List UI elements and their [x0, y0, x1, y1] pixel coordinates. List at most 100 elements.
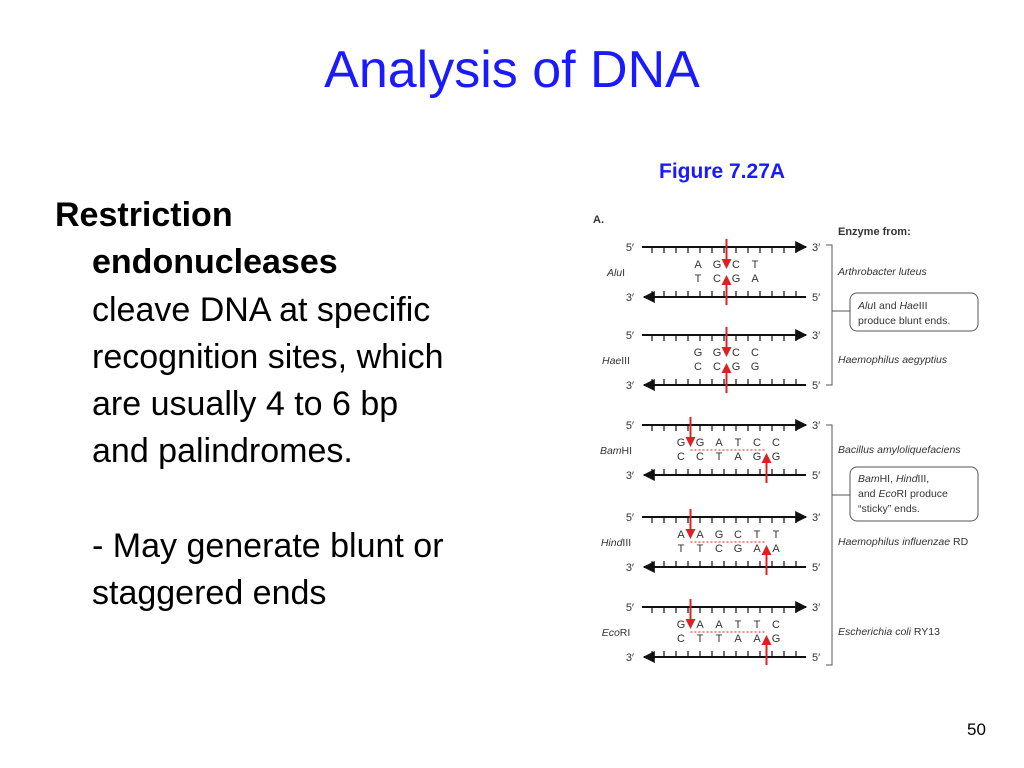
body-line-3: are usually 4 to 6 bp: [92, 385, 399, 423]
top-base: C: [772, 437, 780, 449]
strand-label-3-top: 3′: [812, 512, 820, 524]
strand-label-5-top: 5′: [626, 602, 634, 614]
bottom-base: C: [694, 361, 702, 373]
top-base: A: [715, 619, 723, 631]
top-base: C: [734, 529, 742, 541]
strand-label-5-top: 5′: [626, 330, 634, 342]
figure-caption: Figure 7.27A: [659, 160, 786, 183]
term-line-1: Restriction: [55, 196, 233, 234]
note-line-2: staggered ends: [92, 574, 327, 612]
bottom-base: A: [772, 543, 780, 555]
strand-label-5-top: 5′: [626, 242, 634, 254]
bottom-base: T: [697, 543, 704, 555]
top-base: C: [732, 347, 740, 359]
blank-line: [55, 476, 575, 523]
blunt-ends-box: [849, 292, 979, 332]
source-organism: Escherichia coli RY13: [838, 626, 940, 638]
top-base: C: [751, 347, 759, 359]
top-base: G: [677, 437, 686, 449]
bottom-base: T: [716, 451, 723, 463]
enzyme-name: BamHI: [600, 445, 632, 457]
top-base: C: [772, 619, 780, 631]
enzyme-name: HaeIII: [602, 355, 630, 367]
top-base: G: [715, 529, 724, 541]
strand-label-3-top: 3′: [812, 330, 820, 342]
bottom-base: G: [732, 361, 741, 373]
bottom-base: G: [732, 273, 741, 285]
bottom-base: T: [716, 633, 723, 645]
strand-label-3-top: 3′: [812, 420, 820, 432]
bottom-base: C: [677, 451, 685, 463]
strand-label-3-top: 3′: [812, 602, 820, 614]
note-line-1: - May generate blunt or: [92, 526, 444, 565]
bottom-base: G: [734, 543, 743, 555]
bottom-base: C: [713, 361, 721, 373]
top-base: A: [677, 529, 685, 541]
bottom-base: T: [695, 273, 702, 285]
enzyme-name: AluI: [606, 267, 625, 279]
strand-label-5-top: 5′: [626, 420, 634, 432]
source-organism: Arthrobacter luteus: [837, 266, 927, 278]
blunt-box-line1: AluI and HaeIII: [857, 300, 928, 312]
top-base: T: [752, 259, 759, 271]
top-base: A: [715, 437, 723, 449]
bottom-base: G: [753, 451, 762, 463]
bottom-base: T: [697, 633, 704, 645]
top-base: A: [696, 529, 704, 541]
term-line-2: endonucleases: [92, 243, 338, 282]
top-base: T: [735, 619, 742, 631]
strand-label-3-bottom: 3′: [626, 292, 634, 304]
top-base: C: [753, 437, 761, 449]
slide-title: Analysis of DNA: [324, 41, 700, 99]
enzyme-name: EcoRI: [602, 627, 631, 639]
body-line-2: recognition sites, which: [92, 337, 444, 376]
strand-label-3-bottom: 3′: [626, 562, 634, 574]
sticky-box-line3: “sticky” ends.: [858, 503, 920, 515]
sticky-box-line2: and EcoRI produce: [858, 488, 948, 500]
top-base: A: [696, 619, 704, 631]
enzyme-name: HindIII: [601, 537, 631, 549]
body-line-1: cleave DNA at specific: [92, 290, 431, 329]
strand-label-5-bottom: 5′: [812, 562, 820, 574]
bottom-base: A: [734, 451, 742, 463]
strand-label-5-bottom: 5′: [812, 652, 820, 664]
top-base: T: [773, 529, 780, 541]
bottom-base: C: [677, 633, 685, 645]
top-base: T: [735, 437, 742, 449]
top-base: G: [677, 619, 686, 631]
top-base: G: [713, 259, 722, 271]
top-base: T: [754, 619, 761, 631]
page-number: 50: [967, 720, 986, 739]
strand-label-5-bottom: 5′: [812, 380, 820, 392]
top-base: G: [713, 347, 722, 359]
strand-label-3-top: 3′: [812, 242, 820, 254]
panel-label: A.: [593, 214, 604, 226]
enzyme-header: Enzyme from:: [838, 226, 911, 238]
source-organism: Haemophilus aegyptius: [838, 354, 948, 366]
blunt-box-line2: produce blunt ends.: [858, 315, 950, 327]
strand-label-3-bottom: 3′: [626, 470, 634, 482]
bottom-base: A: [753, 633, 761, 645]
body-line-4: and palindromes.: [92, 432, 353, 471]
source-organism: Bacillus amyloliquefaciens: [838, 444, 961, 456]
strand-label-3-bottom: 3′: [626, 380, 634, 392]
bottom-base: C: [696, 451, 704, 463]
top-base: G: [696, 437, 705, 449]
sticky-box-line1: BamHI, HindIII,: [858, 473, 929, 485]
body-text: Restriction endonucleases cleave DNA at …: [55, 192, 575, 617]
bottom-base: A: [751, 273, 759, 285]
bottom-base: T: [678, 543, 685, 555]
boxes-group: AluI and HaeIII produce blunt ends. BamHI,…: [826, 244, 979, 666]
bottom-base: A: [734, 633, 742, 645]
bottom-base: C: [715, 543, 723, 555]
bottom-base: G: [772, 633, 781, 645]
top-base: A: [694, 259, 702, 271]
sticky-bracket: [826, 424, 850, 666]
bottom-base: G: [772, 451, 781, 463]
bottom-base: C: [713, 273, 721, 285]
blunt-bracket: [826, 244, 850, 386]
sticky-ends-box: [849, 466, 979, 522]
